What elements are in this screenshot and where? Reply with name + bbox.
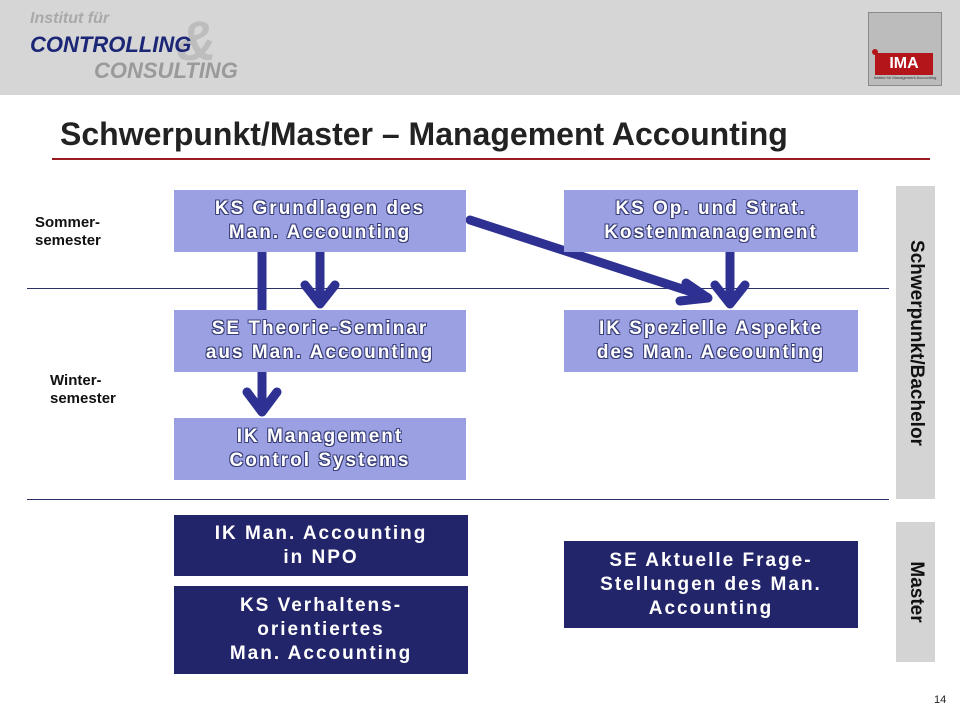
course-ks-grundlagen: KS Grundlagen des Man. Accounting bbox=[174, 190, 466, 252]
arrow-grundlagen-to-theorie bbox=[300, 247, 340, 309]
divider-bachelor-master bbox=[27, 499, 889, 500]
course-ik-mcs: IK Management Control Systems bbox=[174, 418, 466, 480]
logo-consulting-text: CONSULTING bbox=[94, 58, 238, 83]
ima-logo-mark: IMA bbox=[875, 53, 933, 75]
course-se-aktuelle: SE Aktuelle Frage- Stellungen des Man. A… bbox=[564, 541, 858, 628]
side-label-bachelor: Schwerpunkt/Bachelor bbox=[905, 239, 927, 446]
semester-label-summer: Sommer- semester bbox=[35, 214, 101, 249]
arrow-grundlagen-to-spezielle bbox=[465, 215, 713, 306]
page-number: 14 bbox=[934, 694, 947, 706]
ima-logo-dot-icon bbox=[872, 49, 878, 55]
course-ik-npo: IK Man. Accounting in NPO bbox=[174, 515, 468, 576]
side-panel-bachelor: Schwerpunkt/Bachelor bbox=[896, 186, 935, 499]
logo-institut-text: Institut für bbox=[30, 10, 110, 27]
side-panel-master: Master bbox=[896, 522, 935, 662]
divider-summer-winter bbox=[27, 288, 889, 289]
course-ks-op-strat: KS Op. und Strat. Kostenmanagement bbox=[564, 190, 858, 252]
page-title: Schwerpunkt/Master – Management Accounti… bbox=[60, 116, 788, 152]
semester-label-winter: Winter- semester bbox=[50, 372, 116, 407]
side-label-master: Master bbox=[905, 561, 927, 623]
header-band: & Institut für CONTROLLING CONSULTING IM… bbox=[0, 0, 960, 95]
logo-controlling-text: CONTROLLING bbox=[30, 32, 192, 57]
course-se-theorie: SE Theorie-Seminar aus Man. Accounting bbox=[174, 310, 466, 372]
arrow-op-to-spezielle bbox=[710, 247, 750, 309]
course-ks-verhaltens: KS Verhaltens- orientiertes Man. Account… bbox=[174, 586, 468, 674]
ima-logo-subtitle: Institut für Management Accounting bbox=[873, 75, 937, 80]
ima-logo: IMA Institut für Management Accounting bbox=[868, 12, 942, 86]
course-ik-spezielle: IK Spezielle Aspekte des Man. Accounting bbox=[564, 310, 858, 372]
logo-ampersand: & bbox=[176, 9, 217, 72]
title-underline bbox=[52, 158, 930, 160]
